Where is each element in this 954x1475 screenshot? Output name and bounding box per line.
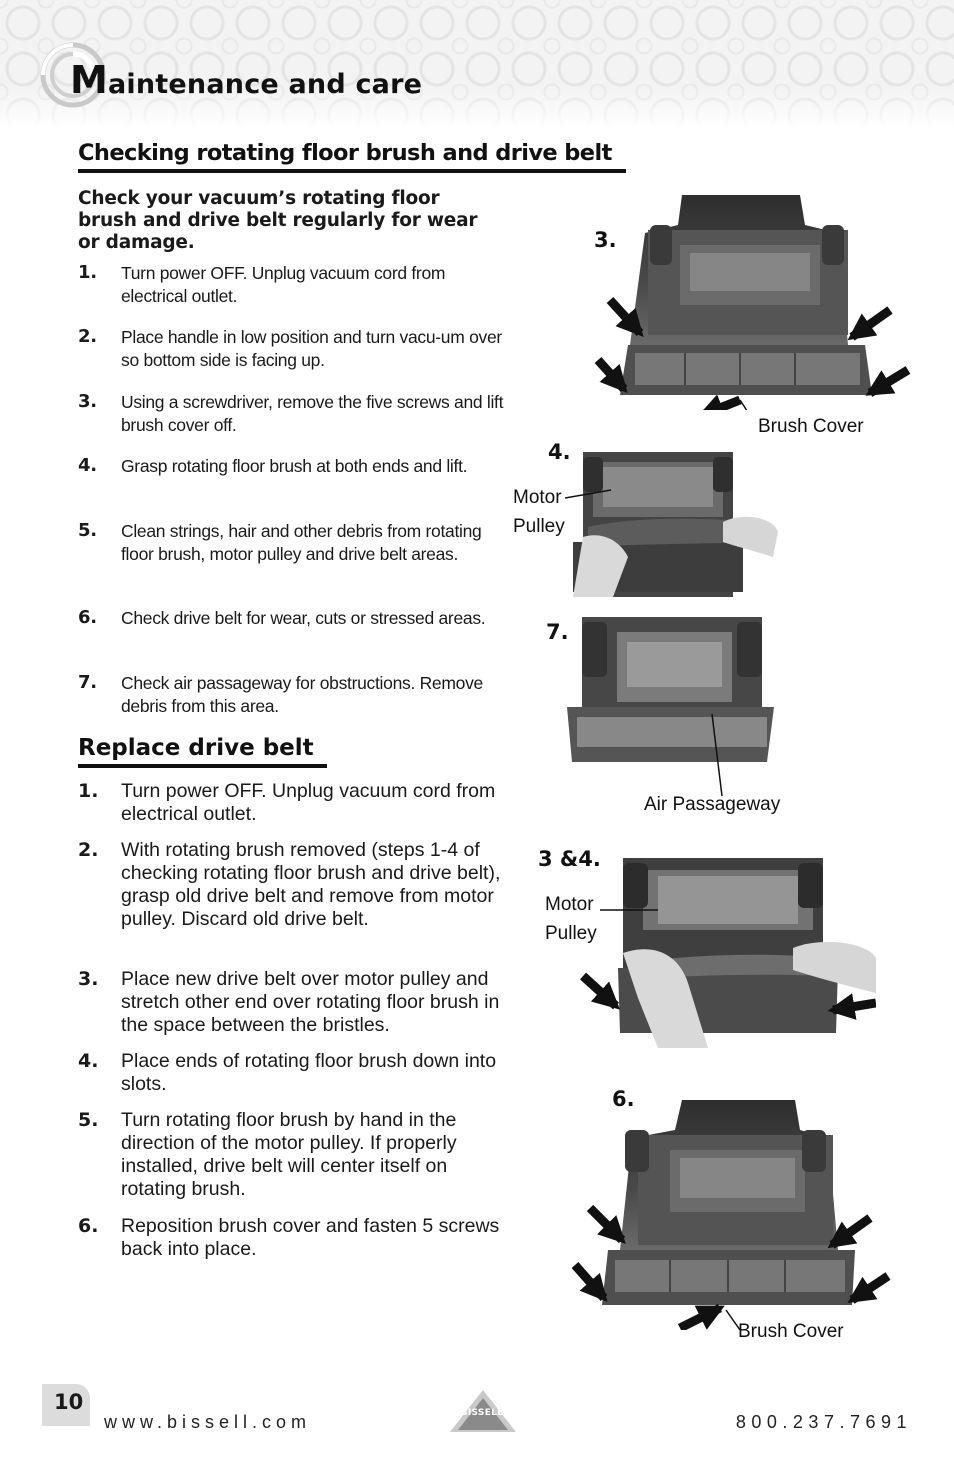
callout-brush-cover: Brush Cover: [738, 1321, 844, 1342]
list-item: 6. Reposition brush cover and fasten 5 s…: [78, 1215, 508, 1261]
section-title-replace-belt: Replace drive belt: [78, 735, 327, 768]
brush-removal-photo: [573, 452, 778, 597]
step-text: Check air passageway for obstructions. R…: [121, 673, 483, 716]
swirl-logo-icon: [40, 42, 106, 108]
brand-name: BISSELL: [460, 1408, 504, 1418]
list-item: 3. Place new drive belt over motor pulle…: [78, 968, 508, 1037]
intro-text: Check your vacuum’s rotating floor brush…: [78, 188, 478, 253]
step-number: 4.: [78, 1050, 99, 1072]
step-number: 3.: [78, 968, 99, 990]
step-number: 2.: [78, 326, 97, 347]
step-number: 1.: [78, 262, 97, 283]
list-item: 4. Place ends of rotating floor brush do…: [78, 1050, 508, 1096]
step-text: Place ends of rotating floor brush down …: [121, 1050, 497, 1095]
callout-leader-line: [565, 489, 612, 499]
header-pattern: [0, 0, 954, 128]
callout-line: Pulley: [545, 923, 597, 944]
step-text: Check drive belt for wear, cuts or stres…: [121, 608, 486, 628]
list-item: 2. Place handle in low position and turn…: [78, 326, 508, 371]
step-text: Turn rotating floor brush by hand in the…: [121, 1109, 457, 1200]
callout-line: Pulley: [513, 516, 565, 537]
callout-air-passageway: Air Passageway: [644, 794, 781, 815]
list-item: 5. Turn rotating floor brush by hand in …: [78, 1109, 508, 1201]
callout-brush-cover: Brush Cover: [758, 416, 864, 437]
step-number: 6.: [78, 607, 97, 628]
step-number: 2.: [78, 839, 99, 861]
callout-line: Motor: [513, 487, 562, 508]
step-number: 5.: [78, 1109, 99, 1131]
page-title: Maintenance and care: [70, 58, 422, 102]
figure-label: 3 &4.: [538, 847, 601, 871]
air-passageway-photo: [567, 617, 774, 762]
callout-motor-pulley: Motor Pulley: [545, 890, 597, 948]
list-item: 5. Clean strings, hair and other debris …: [78, 520, 508, 565]
callout-leader-line: [711, 713, 723, 797]
step-text: Turn power OFF. Unplug vacuum cord from …: [121, 780, 496, 825]
callout-leader-line: [600, 909, 658, 911]
list-item: 4. Grasp rotating floor brush at both en…: [78, 455, 508, 478]
list-item: 7. Check air passageway for obstructions…: [78, 672, 508, 717]
drive-belt-install-photo: [579, 858, 876, 1048]
step-text: With rotating brush removed (steps 1-4 o…: [121, 839, 501, 930]
figure-label: 4.: [548, 440, 571, 464]
page-title-rest: aintenance and care: [108, 69, 423, 100]
list-item: 6. Check drive belt for wear, cuts or st…: [78, 607, 508, 630]
figure-label: 7.: [546, 620, 569, 644]
step-text: Clean strings, hair and other debris fro…: [121, 521, 482, 564]
bissell-logo-icon: [450, 1390, 516, 1432]
list-item: 3. Using a screwdriver, remove the five …: [78, 391, 508, 436]
page-number: 10: [42, 1384, 90, 1426]
step-number: 7.: [78, 672, 97, 693]
list-item: 1. Turn power OFF. Unplug vacuum cord fr…: [78, 262, 508, 307]
footer-phone: 800.237.7691: [735, 1412, 912, 1432]
figure-label: 6.: [612, 1087, 635, 1111]
step-text: Using a screwdriver, remove the five scr…: [121, 392, 504, 435]
list-item: 1. Turn power OFF. Unplug vacuum cord fr…: [78, 780, 508, 826]
step-number: 1.: [78, 780, 99, 802]
step-number: 5.: [78, 520, 97, 541]
step-text: Grasp rotating floor brush at both ends …: [121, 456, 468, 476]
footer-url: www.bissell.com: [104, 1412, 312, 1432]
step-text: Turn power OFF. Unplug vacuum cord from …: [121, 263, 446, 306]
vacuum-underside-photo-1: [594, 195, 911, 410]
step-number: 6.: [78, 1215, 99, 1237]
section-title-checking: Checking rotating floor brush and drive …: [78, 140, 626, 173]
page-title-initial: M: [70, 58, 109, 102]
callout-motor-pulley: Motor Pulley: [513, 483, 565, 541]
step-number: 3.: [78, 391, 97, 412]
step-number: 4.: [78, 455, 97, 476]
step-text: Place new drive belt over motor pulley a…: [121, 968, 500, 1036]
callout-line: Motor: [545, 894, 594, 915]
list-item: 2. With rotating brush removed (steps 1-…: [78, 839, 508, 931]
step-text: Place handle in low position and turn va…: [121, 327, 502, 370]
step-text: Reposition brush cover and fasten 5 scre…: [121, 1215, 500, 1260]
vacuum-underside-photo-2: [571, 1100, 891, 1330]
figure-label: 3.: [594, 228, 617, 252]
